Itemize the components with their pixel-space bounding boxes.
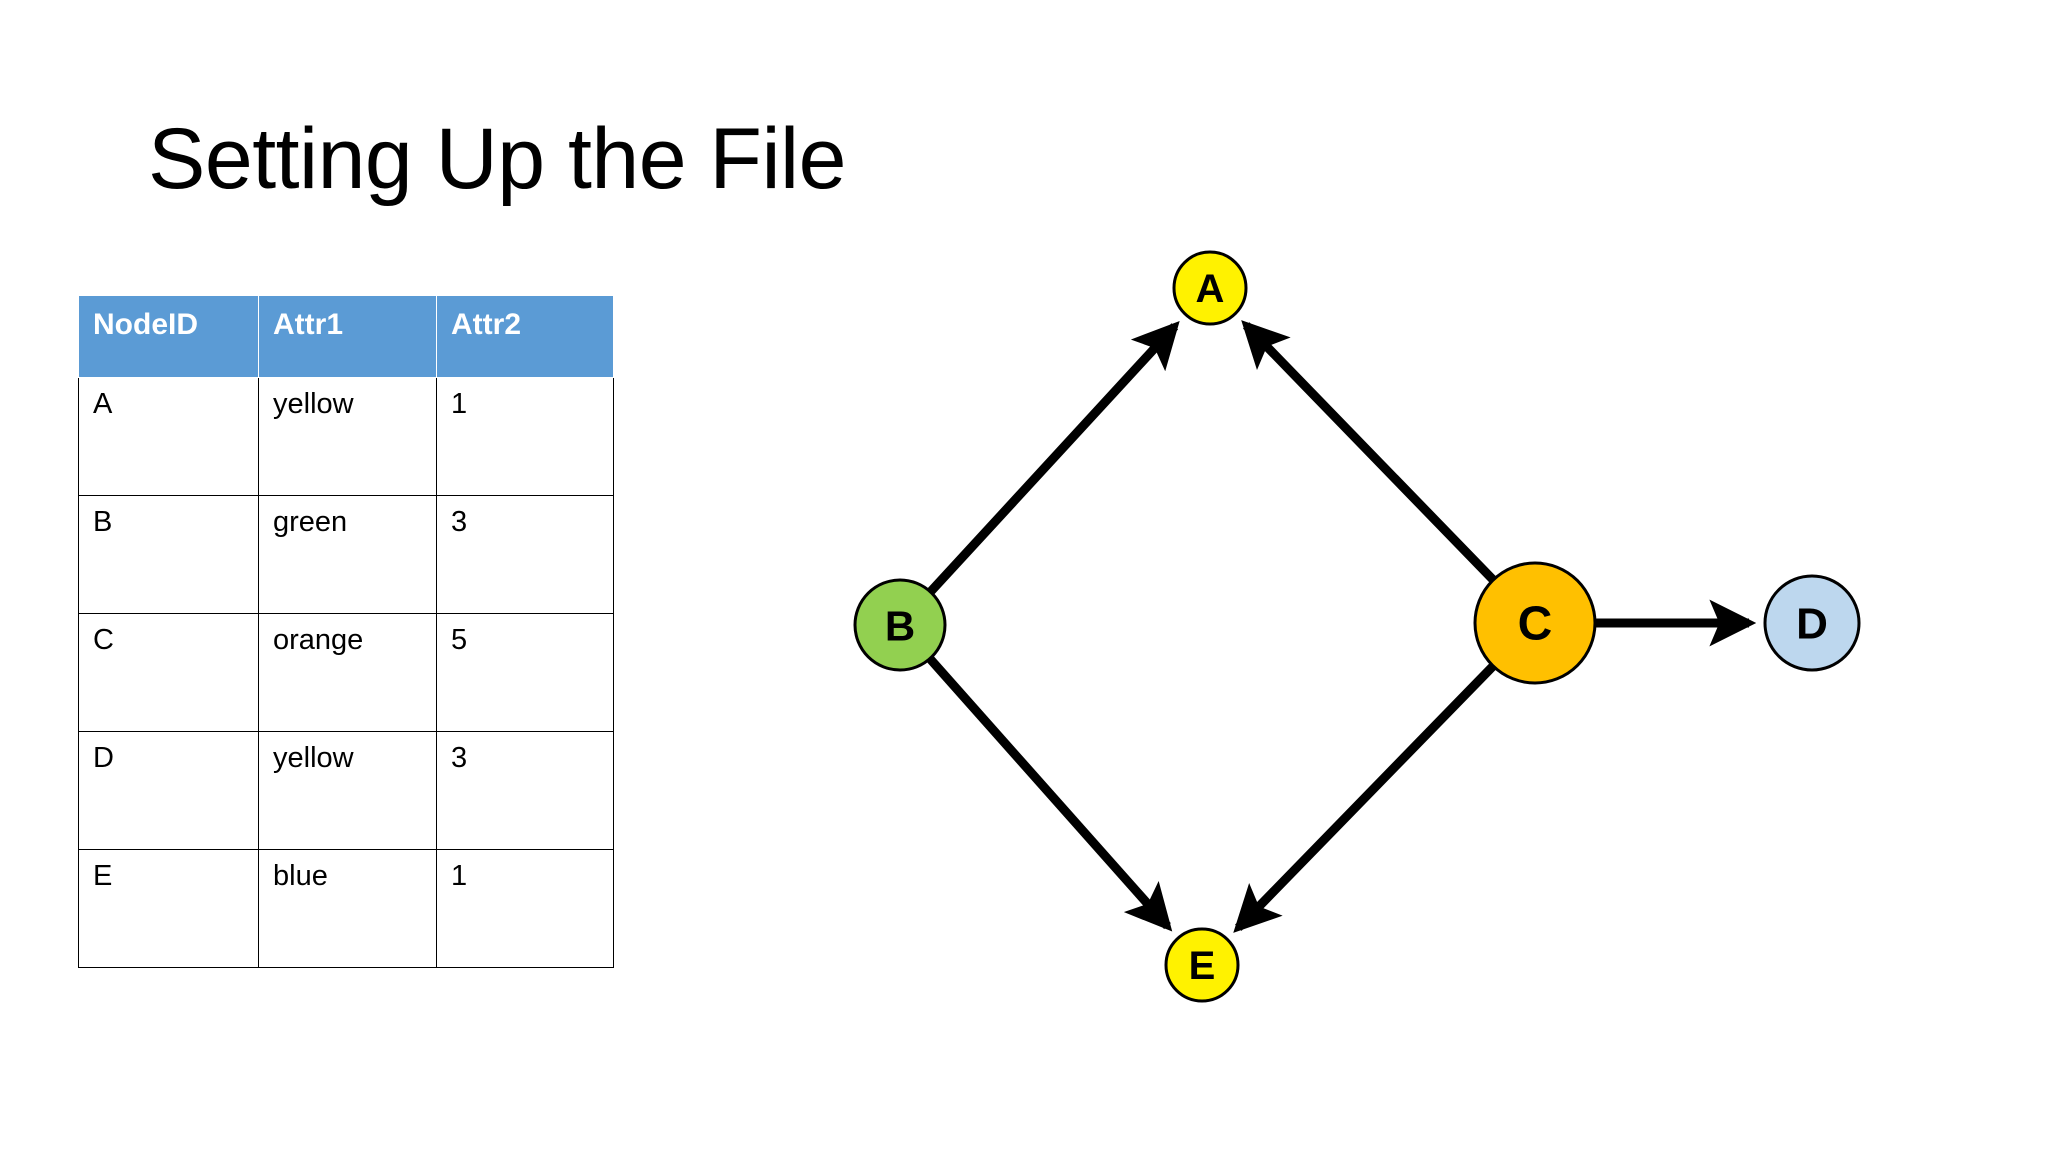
graph-svg: A B C D E xyxy=(853,250,1861,1003)
node-label-a: A xyxy=(1196,267,1225,311)
node-attribute-table: NodeID Attr1 Attr2 A yellow 1 B green 3 … xyxy=(78,295,614,968)
node-circle-d[interactable] xyxy=(1763,574,1861,672)
table-row: D yellow 3 xyxy=(78,731,614,850)
cell-attr1: yellow xyxy=(258,731,437,850)
column-header-nodeid: NodeID xyxy=(78,295,259,378)
graph-node-d[interactable]: D xyxy=(1763,574,1861,672)
cell-nodeid: C xyxy=(78,613,259,732)
cell-attr2: 1 xyxy=(436,377,614,496)
graph-edge-b-to-e xyxy=(925,654,1173,932)
table-row: A yellow 1 xyxy=(78,377,614,496)
cell-nodeid: B xyxy=(78,495,259,614)
graph-edge-c-to-a xyxy=(1241,320,1498,585)
cell-attr1: blue xyxy=(258,849,437,968)
table-row: C orange 5 xyxy=(78,613,614,732)
graph-edge-c-to-e xyxy=(1233,661,1498,933)
graph-node-b[interactable]: B xyxy=(853,578,947,672)
cell-attr1: orange xyxy=(258,613,437,732)
node-circle-b[interactable] xyxy=(853,578,947,672)
column-header-attr1: Attr1 xyxy=(258,295,437,378)
cell-attr2: 1 xyxy=(436,849,614,968)
table-row: E blue 1 xyxy=(78,849,614,968)
cell-attr2: 3 xyxy=(436,731,614,850)
cell-attr1: green xyxy=(258,495,437,614)
edge-layer xyxy=(925,320,1757,933)
graph-node-a[interactable]: A xyxy=(1172,250,1248,326)
node-label-d: D xyxy=(1796,600,1828,649)
graph-diagram: A B C D E xyxy=(820,200,2000,1080)
cell-nodeid: A xyxy=(78,377,259,496)
graph-edge-b-to-a xyxy=(925,320,1180,597)
node-circle-a[interactable] xyxy=(1172,250,1248,326)
graph-node-c[interactable]: C xyxy=(1473,561,1597,685)
cell-nodeid: D xyxy=(78,731,259,850)
table-body: A yellow 1 B green 3 C orange 5 D yellow… xyxy=(78,377,614,968)
node-label-e: E xyxy=(1189,944,1216,988)
node-layer: A B C D E xyxy=(853,250,1861,1003)
graph-node-e[interactable]: E xyxy=(1164,927,1240,1003)
cell-attr1: yellow xyxy=(258,377,437,496)
cell-attr2: 3 xyxy=(436,495,614,614)
page-title: Setting Up the File xyxy=(148,111,846,207)
table-header-row: NodeID Attr1 Attr2 xyxy=(78,295,614,378)
cell-attr2: 5 xyxy=(436,613,614,732)
table-header: NodeID Attr1 Attr2 xyxy=(78,295,614,378)
node-circle-c[interactable] xyxy=(1473,561,1597,685)
column-header-attr2: Attr2 xyxy=(436,295,614,378)
node-label-b: B xyxy=(885,603,915,650)
cell-nodeid: E xyxy=(78,849,259,968)
node-circle-e[interactable] xyxy=(1164,927,1240,1003)
node-label-c: C xyxy=(1518,598,1553,651)
table-row: B green 3 xyxy=(78,495,614,614)
